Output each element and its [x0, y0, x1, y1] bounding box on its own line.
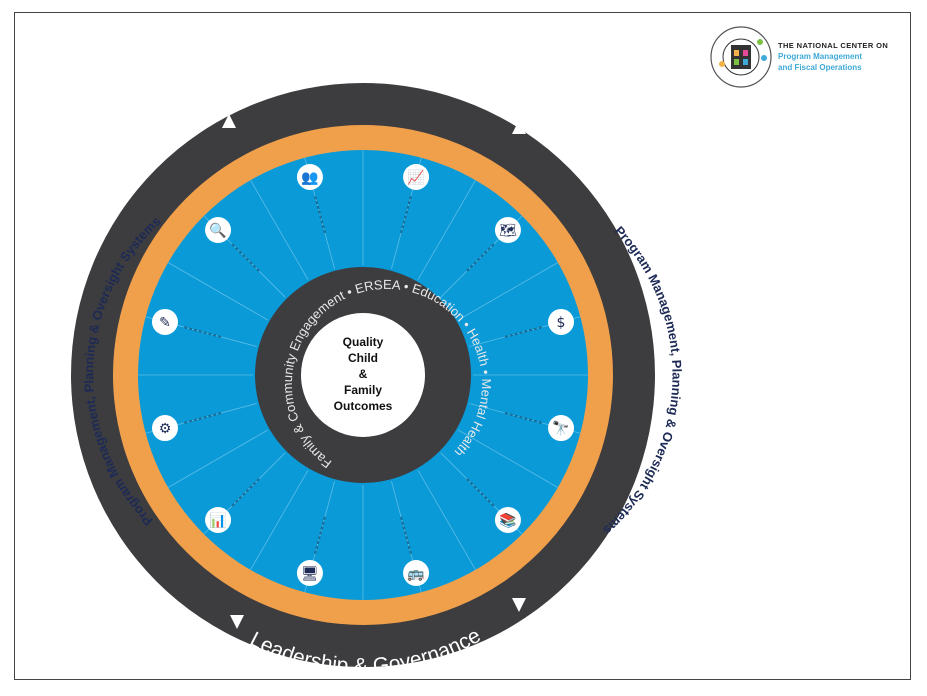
segment-divider — [167, 429, 268, 488]
wheel-icons: 👥 📈 🗺 $ 🔭 📚 🚌 🖥 📊 ⚙ ✎ 🔍 — [151, 163, 575, 587]
gears-icon: ⚙ — [151, 415, 178, 442]
segment-divider — [250, 470, 309, 571]
svg-text:🗺: 🗺 — [499, 223, 517, 239]
segment-text-mark — [464, 243, 495, 274]
center-line: & — [359, 367, 368, 381]
segment-text-mark — [314, 196, 327, 236]
segment-text-mark — [399, 196, 412, 236]
segment-text-mark — [184, 326, 224, 339]
segment-text-mark — [502, 326, 542, 339]
arrow-up-left — [222, 114, 236, 128]
arrow-down-left — [230, 615, 244, 629]
people-icon: 👥 — [296, 163, 323, 190]
center-line: Outcomes — [334, 399, 393, 413]
svg-text:⚙: ⚙ — [159, 421, 172, 437]
presentation-icon: 📈 — [403, 163, 430, 190]
svg-text:👥: 👥 — [301, 170, 318, 186]
svg-text:$: $ — [557, 315, 566, 331]
segment-divider — [458, 429, 559, 488]
logo-line3: and Fiscal Operations — [778, 63, 862, 72]
logo-seal — [710, 26, 772, 88]
map-icon: 🗺 — [494, 217, 521, 244]
svg-text:🔍: 🔍 — [209, 221, 226, 239]
arrow-up-right — [512, 120, 526, 134]
segment-text-mark — [314, 514, 327, 554]
magnifier-icon: 🔍 — [205, 217, 232, 244]
center-line: Child — [348, 351, 378, 365]
logo-line1: THE NATIONAL CENTER ON — [778, 41, 889, 50]
center-line: Quality — [343, 335, 384, 349]
segment-text-mark — [231, 476, 262, 507]
segment-text-mark — [464, 476, 495, 507]
dollar-icon: $ — [548, 308, 575, 335]
svg-text:📈: 📈 — [407, 169, 424, 186]
computer-icon: 🖥 — [296, 560, 323, 587]
telescope-icon: 🔭 — [548, 415, 575, 442]
svg-text:🚌: 🚌 — [407, 566, 425, 582]
segment-divider — [250, 179, 309, 280]
books-icon: 📚 — [494, 506, 521, 533]
segment-divider — [167, 262, 268, 321]
segment-divider — [417, 179, 476, 280]
chart-icon: 📊 — [205, 506, 232, 533]
svg-text:📚: 📚 — [499, 512, 516, 529]
svg-text:✎: ✎ — [159, 315, 171, 331]
segment-text-mark — [231, 243, 262, 274]
bus-icon: 🚌 — [403, 560, 430, 587]
center-text: Quality Child & Family Outcomes — [334, 335, 393, 413]
building-icon — [731, 45, 751, 69]
arrow-down-right — [512, 598, 526, 612]
segment-text-mark — [184, 411, 224, 424]
logo-text: THE NATIONAL CENTER ON Program Managemen… — [778, 40, 918, 73]
svg-text:📊: 📊 — [209, 512, 226, 529]
segment-text-mark — [502, 411, 542, 424]
edit-icon: ✎ — [151, 308, 178, 335]
svg-text:🔭: 🔭 — [552, 420, 569, 437]
center-line: Family — [344, 383, 382, 397]
segment-text-mark — [399, 514, 412, 554]
center-circle — [301, 313, 425, 437]
segment-divider — [458, 262, 559, 321]
svg-text:🖥: 🖥 — [301, 565, 319, 582]
segment-divider — [417, 470, 476, 571]
logo-line2: Program Management — [778, 52, 863, 61]
